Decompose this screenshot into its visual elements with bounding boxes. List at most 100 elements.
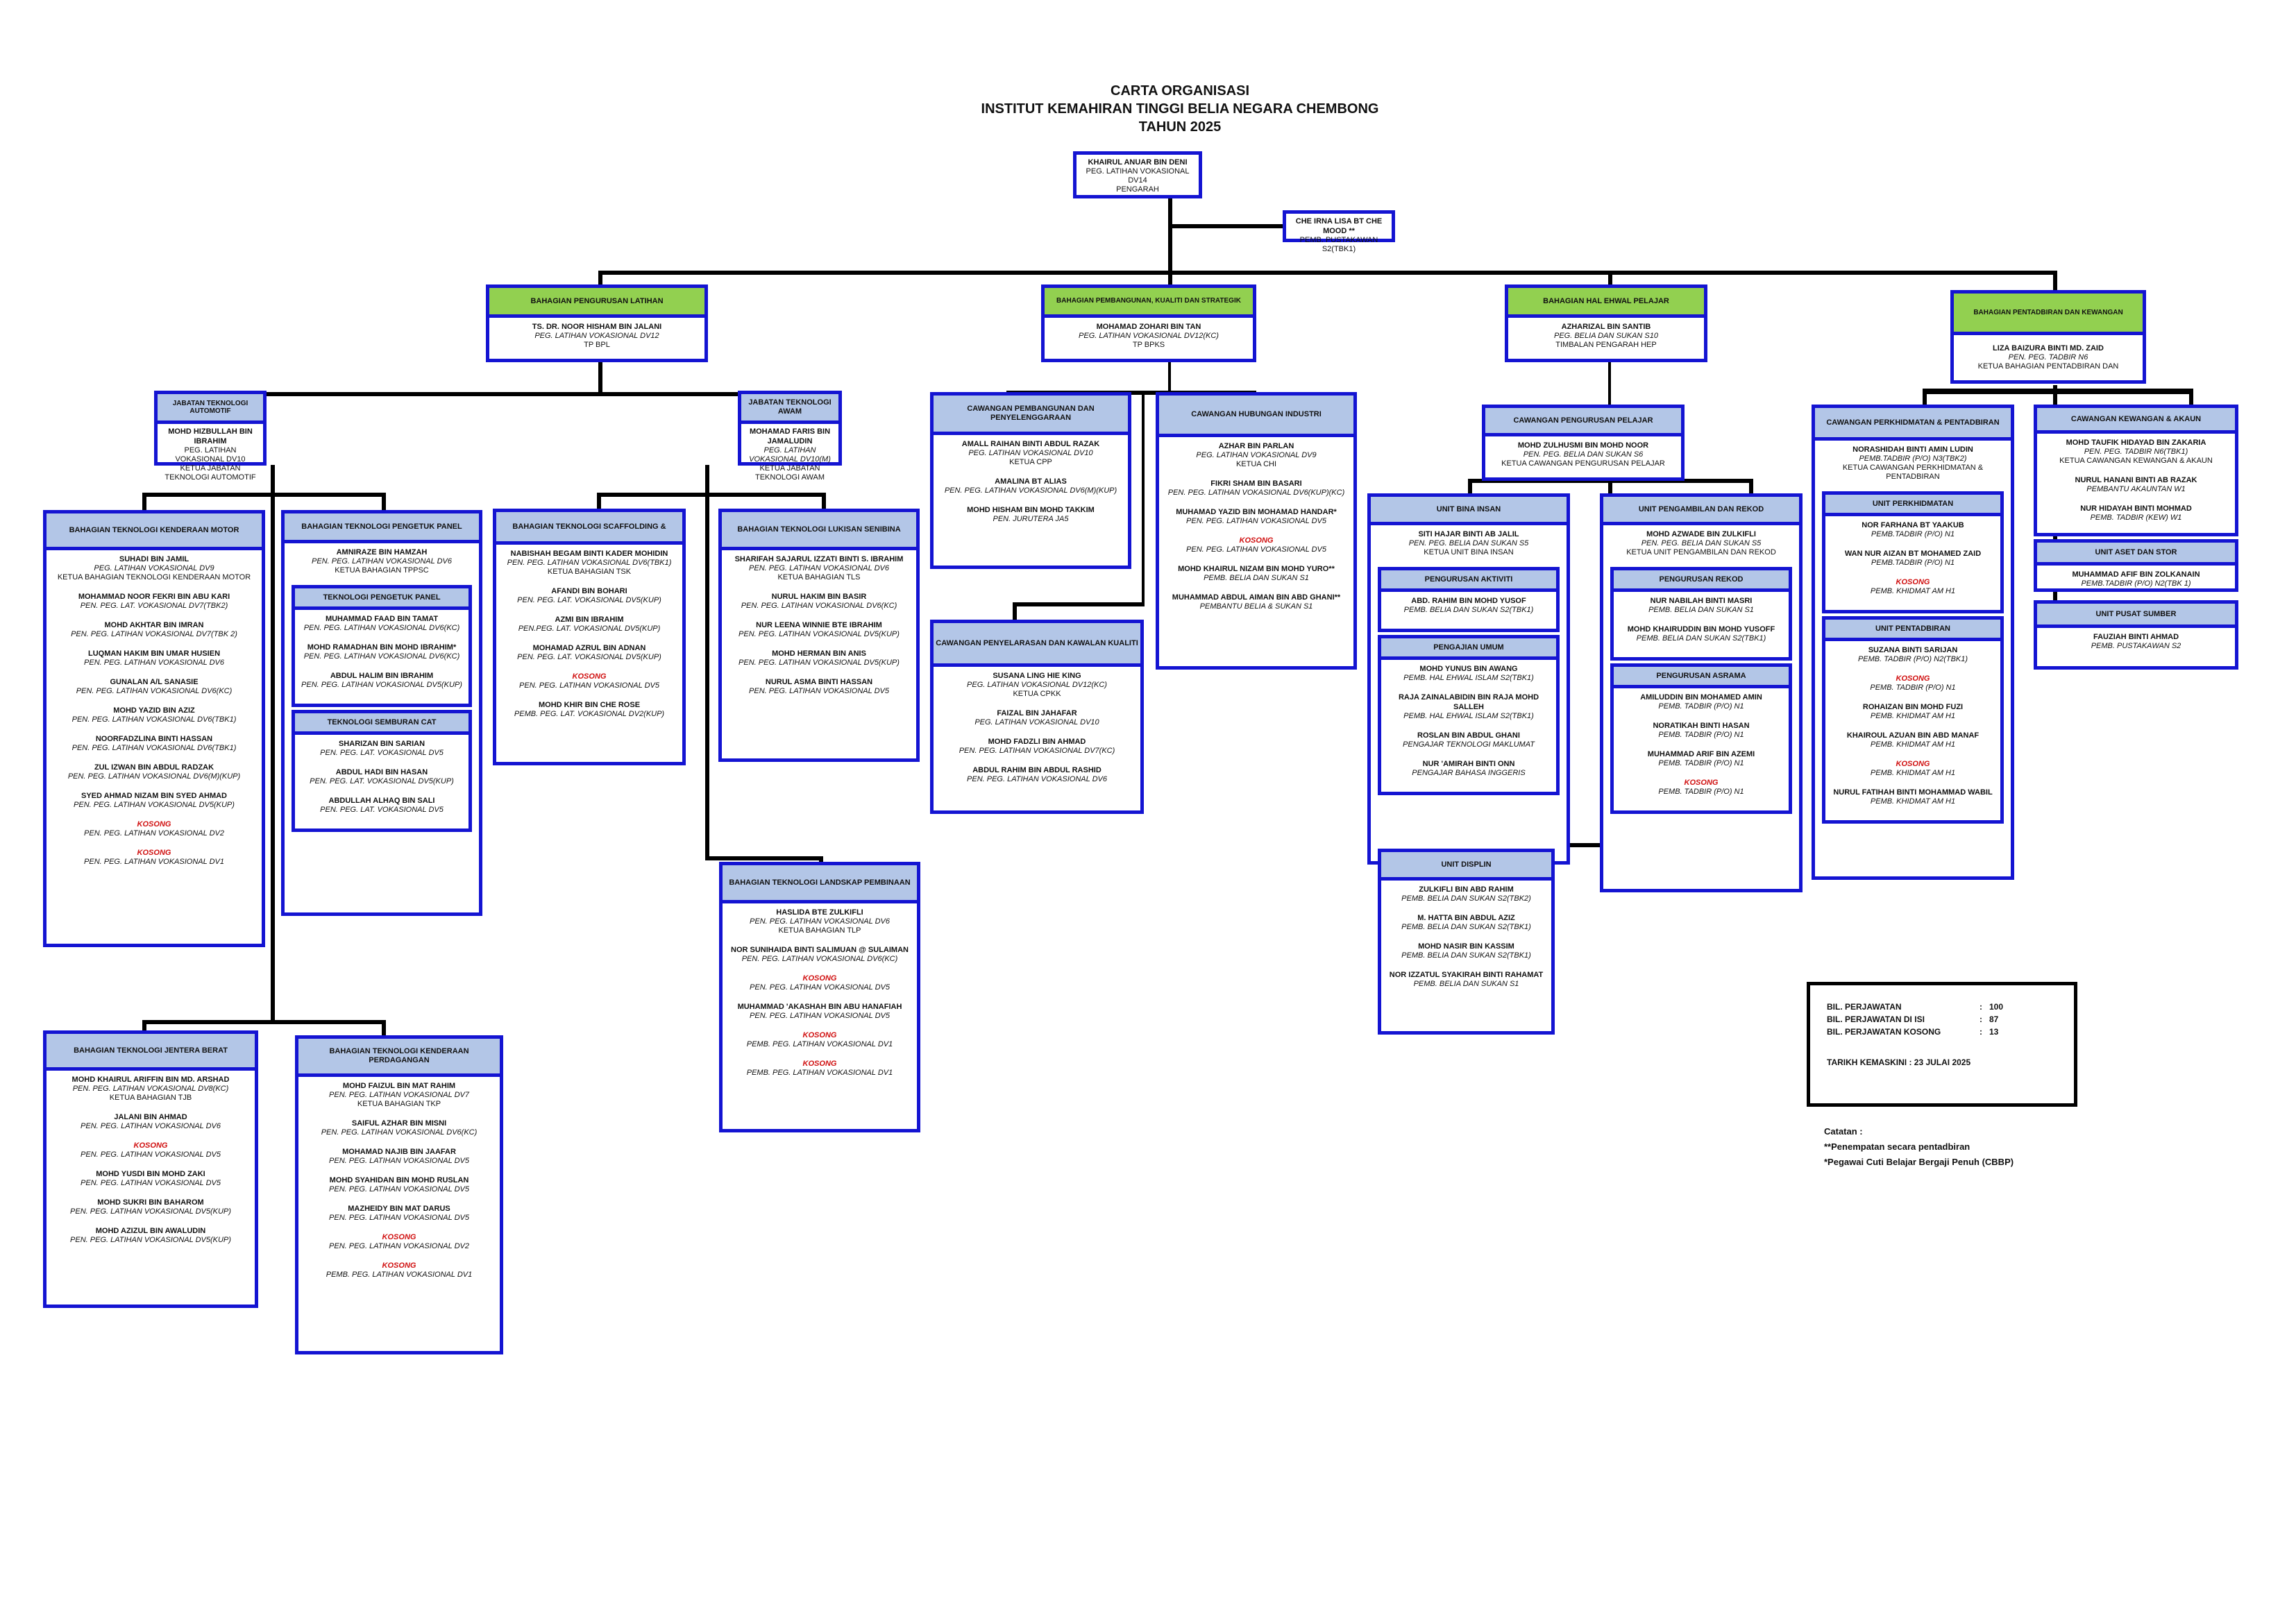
staff-name: NUR HIDAYAH BINTI MOHMAD [2080, 504, 2192, 513]
vacant-label: KOSONG [1896, 760, 1930, 768]
staff-grade: PEMB. TADBIR (P/O) N1 [1658, 788, 1744, 796]
staff-grade: PEN. PEG. LATIHAN VOKASIONAL DV6(TBK1) [71, 715, 237, 724]
staff-grade: PEN. PEG. LATIHAN VOKASIONAL DV7(TBK 2) [71, 630, 237, 638]
staff-name: MOHD HISHAM BIN MOHD TAKKIM [967, 506, 1095, 514]
staff-grade: PEN. PEG. LATIHAN VOKASIONAL DV6 [967, 775, 1107, 783]
staff-name: MOHD AZIZUL BIN AWALUDIN [95, 1227, 206, 1235]
dept-title: JABATAN TEKNOLOGI AWAM [741, 394, 838, 424]
staff-grade: PEMB. BELIA DAN SUKAN S2(TBK1) [1403, 606, 1534, 614]
librarian-grade: PEMB. PUSTAKAWAN S2(TBK1) [1299, 236, 1378, 253]
staff-grade: PEN.PEG. LAT. VOKASIONAL DV5(KUP) [518, 624, 661, 633]
staff-name: MUHAMMAD ABDUL AIMAN BIN ABD GHANI** [1172, 593, 1341, 602]
unit-body: SHARIFAH SAJARUL IZZATI BINTI S. IBRAHIM… [722, 550, 916, 710]
staff-grade: PEN. PEG. LATIHAN VOKASIONAL DV5 [81, 1179, 221, 1187]
staff-name: MOHD TAUFIK HIDAYAD BIN ZAKARIA [2066, 439, 2206, 447]
staff-grade: PEMB. PEG. LATIHAN VOKASIONAL DV1 [746, 1069, 893, 1077]
staff-grade: PEMB. PEG. LATIHAN VOKASIONAL DV1 [326, 1271, 473, 1279]
staff-grade: PEN. PEG. LATIHAN VOKASIONAL DV6(TBK1) [507, 559, 672, 567]
summary-row: BIL. PERJAWATAN KOSONG:13 [1827, 1026, 2057, 1038]
staff-post: KETUA BAHAGIAN TKP [357, 1100, 441, 1108]
staff-name: SUHADI BIN JAMIL [119, 555, 189, 563]
division-bpk: BAHAGIAN PENTADBIRAN DAN KEWANGAN LIZA B… [1950, 290, 2146, 384]
division-head-name: AZHARIZAL BIN SANTIB [1561, 323, 1651, 331]
staff-grade: PEG. LATIHAN VOKASIONAL DV10 [974, 718, 1099, 726]
staff-grade: PEMB. PEG. LAT. VOKASIONAL DV2(KUP) [514, 710, 665, 718]
staff-name: KHAIROUL AZUAN BIN ABD MANAF [1846, 731, 1980, 740]
sub-unit-title: PENGURUSAN AKTIVITI [1381, 570, 1556, 592]
vacant-label: KOSONG [1896, 674, 1930, 683]
summary-label: BIL. PERJAWATAN [1827, 1002, 1902, 1012]
division-head-post: TP BPKS [1132, 341, 1165, 349]
last-updated: TARIKH KEMASKINI : 23 JULAI 2025 [1827, 1057, 1971, 1067]
staff-grade: PEN. PEG. LATIHAN VOKASIONAL DV8(KC) [72, 1085, 229, 1093]
staff-post: KETUA CAWANGAN KEWANGAN & AKAUN [2059, 457, 2213, 465]
staff-grade: PENGAJAR TEKNOLOGI MAKLUMAT [1403, 740, 1535, 749]
vacant-label: KOSONG [137, 849, 171, 857]
staff-grade: PEN. PEG. LAT. VOKASIONAL DV5(KUP) [517, 653, 661, 661]
staff-name: ABDUL HALIM BIN IBRAHIM [330, 672, 434, 680]
unit-title: CAWANGAN HUBUNGAN INDUSTRI [1159, 396, 1353, 437]
staff-grade: PEMB. TADBIR (P/O) N1 [1658, 731, 1744, 739]
staff-post: KETUA BAHAGIAN TSK [547, 568, 632, 576]
staff-grade: PEMB.TADBIR (P/O) N1 [1871, 530, 1955, 538]
staff-name: MUHAMMAD ARIF BIN AZEMI [1647, 750, 1755, 758]
vacant-label: KOSONG [1896, 578, 1930, 586]
dept-automotif: JABATAN TEKNOLOGI AUTOMOTIF MOHD HIZBULL… [154, 391, 267, 482]
staff-name: FIKRI SHAM BIN BASARI [1210, 479, 1302, 488]
staff-grade: PEN. PEG. BELIA DAN SUKAN S6 [1523, 450, 1644, 459]
director-box: KHAIRUL ANUAR BIN DENI PEG. LATIHAN VOKA… [1073, 151, 1202, 198]
division-title: BAHAGIAN PENTADBIRAN DAN KEWANGAN [1954, 294, 2143, 335]
unit-title: BAHAGIAN TEKNOLOGI LUKISAN SENIBINA [722, 512, 916, 550]
unit-title: CAWANGAN PEMBANGUNAN DAN PENYELENGGARAAN [934, 396, 1128, 435]
staff-grade: PEN. PEG. LATIHAN VOKASIONAL DV6 [84, 658, 224, 667]
staff-grade: PEN. PEG. LAT. VOKASIONAL DV5(KUP) [517, 596, 661, 604]
chart-title: CARTA ORGANISASI INSTITUT KEMAHIRAN TING… [902, 82, 1458, 136]
staff-grade: PEN. PEG. LATIHAN VOKASIONAL DV7(KC) [959, 747, 1115, 755]
unit-title: BAHAGIAN TEKNOLOGI JENTERA BERAT [47, 1034, 255, 1071]
division-bpl: BAHAGIAN PENGURUSAN LATIHAN TS. DR. NOOR… [486, 284, 708, 362]
staff-grade: PEMB. TADBIR (KEW) W1 [2090, 513, 2182, 522]
division-head-post: TP BPL [584, 341, 610, 349]
staff-grade: PEN. PEG. LATIHAN VOKASIONAL DV5(KUP) [738, 658, 900, 667]
staff-name: ZUL IZWAN BIN ABDUL RADZAK [94, 763, 214, 772]
dept-head-post: KETUA JABATAN TEKNOLOGI AWAM [754, 464, 825, 482]
unit-cpkk: CAWANGAN PENYELARASAN DAN KAWALAN KUALIT… [930, 620, 1144, 814]
staff-name: M. HATTA BIN ABDUL AZIZ [1417, 914, 1515, 922]
unit-title: BAHAGIAN TEKNOLOGI SCAFFOLDING & [496, 512, 682, 545]
unit-title: UNIT PUSAT SUMBER [2037, 604, 2235, 628]
staff-grade: PEMB. TADBIR (P/O) N2(TBK1) [1857, 655, 1968, 663]
staff-grade: PEN. PEG. LATIHAN VOKASIONAL DV5(KUP) [70, 1236, 231, 1244]
staff-grade: PEG. LATIHAN VOKASIONAL DV10 [968, 449, 1093, 457]
